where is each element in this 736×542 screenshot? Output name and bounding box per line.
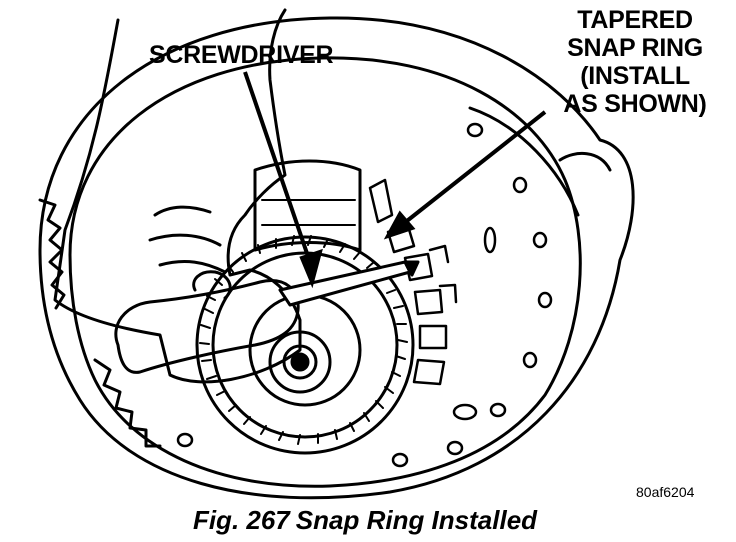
thumb — [114, 279, 300, 374]
screwdriver-label: SCREWDRIVER — [149, 41, 334, 69]
housing-inner-rim — [68, 56, 582, 488]
screwdriver-leader-line — [243, 71, 314, 269]
screwdriver-shaft — [278, 260, 412, 307]
snap-ring-label-line: AS SHOWN) — [563, 90, 707, 118]
figure-number: Fig. 267 — [192, 505, 290, 535]
lower-spline-teeth — [93, 358, 162, 448]
clutch-drum — [253, 159, 362, 252]
gear-inner — [248, 293, 362, 407]
snap-ring-arrowhead — [383, 210, 416, 240]
transmission-drawing — [38, 8, 635, 500]
snap-ring-label-line: TAPERED — [577, 6, 693, 34]
screwdriver-arrowhead — [299, 248, 323, 289]
figure-id: 80af6204 — [636, 484, 695, 500]
snap-ring-leader-line — [396, 110, 547, 230]
finger-crease — [148, 205, 227, 274]
screwdriver-tip — [403, 260, 420, 277]
housing-outline — [38, 16, 635, 500]
bolt-holes — [176, 122, 553, 468]
finger-tip — [192, 270, 232, 300]
snap-ring-label-line: (INSTALL — [580, 62, 690, 90]
figure-title: Snap Ring Installed — [295, 505, 538, 535]
snap-ring-label: TAPERED SNAP RING (INSTALL AS SHOWN) — [540, 6, 730, 118]
hub-bore — [290, 352, 310, 372]
snap-ring-label-line: SNAP RING — [567, 34, 703, 62]
housing-flange — [468, 106, 612, 217]
gear-outer — [195, 235, 415, 455]
